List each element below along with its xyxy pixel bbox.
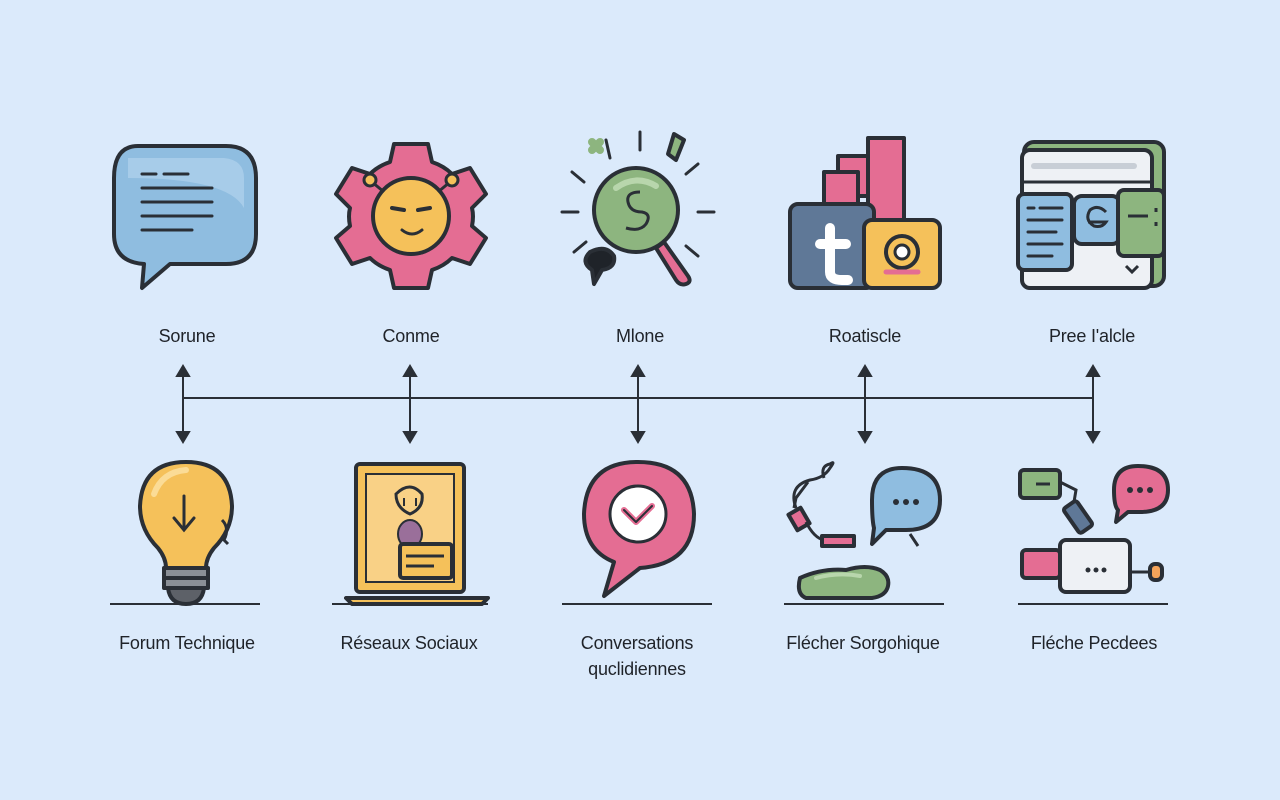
top-label-5: Pree I'alcle	[1048, 326, 1136, 346]
top-label-4: Roatiscle	[828, 326, 902, 346]
bottom-label-2: Réseaux Sociaux	[340, 633, 478, 653]
vertical-arrows	[175, 364, 1101, 444]
heart-chat-icon	[580, 458, 700, 600]
arrow-5	[1085, 364, 1101, 444]
arrow-3	[630, 364, 646, 444]
web-window-icon	[1016, 138, 1168, 294]
bottom-label-1: Forum Technique	[119, 633, 255, 653]
lightbulb-icon	[134, 458, 238, 606]
profile-card-icon	[344, 460, 492, 606]
arrow-4	[857, 364, 873, 444]
plug-chat-icon	[1016, 460, 1170, 606]
smiley-gear-icon	[332, 138, 490, 294]
arrow-1	[175, 364, 191, 444]
top-label-3: Mlone	[615, 326, 665, 346]
chat-bubble-icon	[108, 138, 264, 294]
tumblr-instagram-icon	[786, 136, 946, 292]
bottom-label-5: Fléche Pecdees	[1030, 633, 1158, 653]
top-label-2: Conme	[382, 326, 440, 346]
bottom-label-3: Conversations quclidiennes	[580, 633, 694, 679]
magnifier-globe-icon	[556, 128, 726, 292]
top-label-1: Sorune	[158, 326, 216, 346]
bottom-label-4: Flécher Sorgohique	[786, 633, 940, 653]
arrow-2	[402, 364, 418, 444]
chat-cable-icon	[786, 460, 946, 606]
